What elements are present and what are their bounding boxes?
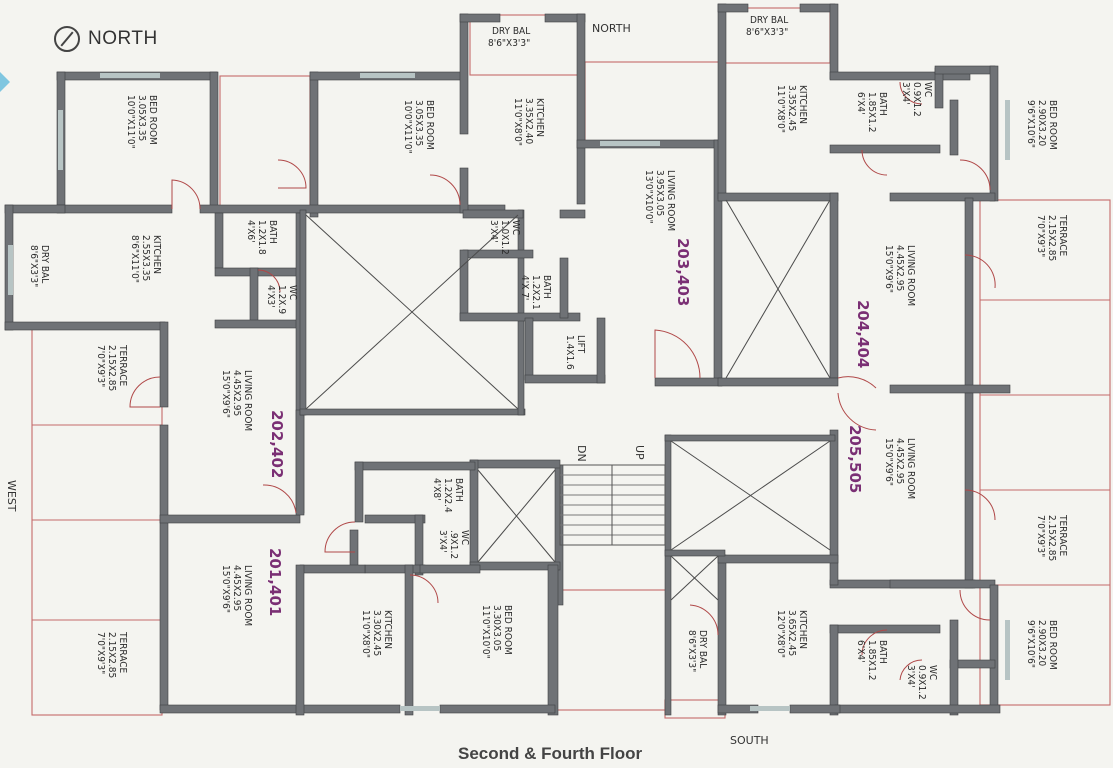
room-label: KITCHEN2.55X3.358'6"X11'0" <box>129 235 162 283</box>
svg-text:8'6"X3'3": 8'6"X3'3" <box>746 27 788 38</box>
svg-text:UP: UP <box>633 445 646 460</box>
room-label: LIVING ROOM4.45X2.9515'0"X9'6" <box>883 438 916 499</box>
room-label: BED ROOM3.05X3.3510'0"X11'0" <box>125 95 158 149</box>
room-label: BATH1.2X2.14'X 7' <box>519 275 552 310</box>
room-label: DRY BAL8'6"X3'3" <box>686 630 708 672</box>
doors <box>129 81 996 681</box>
room-label: LIVING ROOM3.95X3.0513'0"X10'0" <box>643 170 676 231</box>
room-label: KITCHEN3.30X2.4511'0"X8'0" <box>360 610 393 658</box>
room-label: WC1.0X1.23'X4' <box>488 220 521 255</box>
duct-shafts <box>305 199 831 601</box>
svg-text:8'6"X3'3": 8'6"X3'3" <box>488 38 530 49</box>
room-label: KITCHEN3.35X2.4511'0"X8'0" <box>775 85 808 133</box>
room-label: LIVING ROOM4.45X2.9515'0"X9'6" <box>883 245 916 306</box>
compass-label: NORTH <box>88 28 158 49</box>
room-label: BED ROOM3.05X3.3510'0"X11'0" <box>402 100 435 154</box>
room-label: DRY BAL8'6"X3'3" <box>28 245 50 287</box>
room-label: BED ROOM2.90X3.209'6"X10'6" <box>1025 100 1058 150</box>
room-label: BED ROOM3.30X3.0511'0"X10'0" <box>480 605 513 659</box>
unit-number: 203,403 <box>674 238 692 306</box>
direction-labels: NORTH SOUTH WEST DN UP <box>5 22 769 747</box>
room-label: WC0.9X1.23'X4' <box>900 82 933 117</box>
unit-numbers: 202,402 203,403 204,404 205,505 201,401 <box>266 238 872 616</box>
room-label: WC1.2X.94'X3' <box>265 285 298 314</box>
room-label: BATH1.2X2.44'X8' <box>431 478 464 513</box>
room-label: BATH1.85X1.26'X4' <box>855 92 888 133</box>
room-label: TERRACE2.15X2.857'0"X9'3" <box>95 344 128 391</box>
room-label: BED ROOM2.90X3.209'6"X10'6" <box>1025 620 1058 670</box>
unit-number: 202,402 <box>268 410 286 478</box>
windows <box>8 73 1010 711</box>
room-label: WC.9X1.23'X4' <box>437 530 470 559</box>
floor-title: Second & Fourth Floor <box>458 744 643 763</box>
room-labels: BED ROOM3.05X3.3510'0"X11'0" BED ROOM3.0… <box>28 82 1068 700</box>
room-label: TERRACE2.15X2.857'0"X9'3" <box>1035 514 1068 561</box>
room-label: KITCHEN3.65X2.4512'0"X8'0" <box>775 610 808 658</box>
room-label: BATH1.85X1.26'X4' <box>855 640 888 681</box>
room-label: KITCHEN3.35X2.4011'0"X8'0" <box>512 98 545 146</box>
room-label: WC0.9X1.23'X4' <box>905 665 938 700</box>
unit-number: 205,505 <box>846 425 864 493</box>
svg-text:WEST: WEST <box>5 480 18 512</box>
compass-icon <box>54 26 80 52</box>
svg-text:SOUTH: SOUTH <box>730 734 769 747</box>
room-label: TERRACE2.15X2.857'0"X9'3" <box>95 631 128 678</box>
corner-marker <box>0 72 10 92</box>
room-label: BATH1.2X1.84'X6' <box>245 220 278 255</box>
room-label: LIVING ROOM4.45X2.9515'0"X9'6" <box>220 565 253 626</box>
svg-text:DN: DN <box>575 445 588 462</box>
room-label: LIVING ROOM4.45X2.9515'0"X9'6" <box>220 370 253 431</box>
svg-text:NORTH: NORTH <box>592 22 631 35</box>
staircase <box>559 464 666 546</box>
unit-number: 201,401 <box>266 548 284 616</box>
compass: NORTH <box>54 26 158 52</box>
svg-text:DRY BAL: DRY BAL <box>750 15 788 26</box>
svg-text:DRY BAL: DRY BAL <box>492 26 530 37</box>
room-label: LIFT1.4X1.6 <box>564 335 586 370</box>
room-label: TERRACE2.15X2.857'0"X9'3" <box>1035 214 1068 261</box>
dry-bal-labels: DRY BAL 8'6"X3'3" DRY BAL 8'6"X3'3" <box>488 15 788 49</box>
unit-number: 204,404 <box>854 300 872 368</box>
